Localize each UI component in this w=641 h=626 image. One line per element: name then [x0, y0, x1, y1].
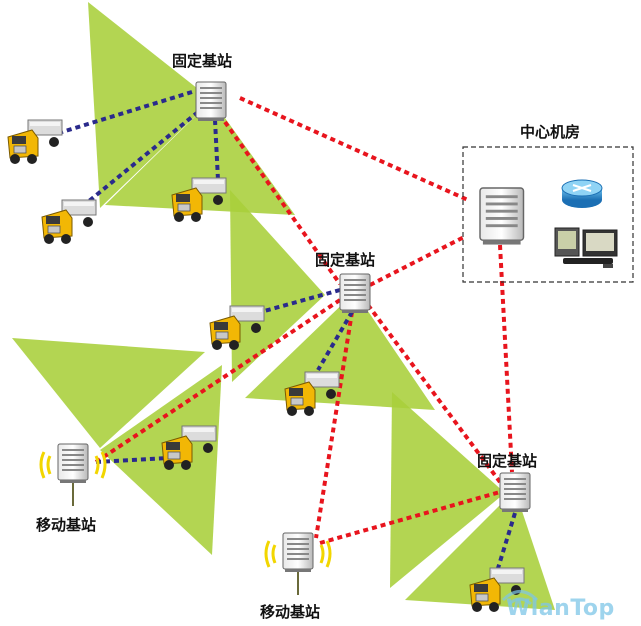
backhaul-link [239, 96, 469, 202]
coverage-sector [390, 392, 505, 588]
fixed-station-label-3: 固定基站 [477, 452, 538, 470]
monitor-station-icon [554, 227, 618, 268]
backhaul-link [223, 120, 342, 286]
truck-icon [7, 119, 63, 165]
mobile-station-label-2: 移动基站 [260, 603, 321, 621]
mobile-station-label-1: 移动基站 [36, 516, 97, 534]
coverage-sector [245, 292, 435, 410]
backhaul-links [94, 96, 514, 545]
backhaul-link [498, 244, 514, 473]
access-link [316, 310, 354, 372]
coverage-sector [105, 100, 295, 215]
central-room-box [462, 146, 634, 283]
access-link [95, 456, 169, 464]
coverage-sector [12, 338, 205, 448]
backhaul-link [94, 298, 342, 464]
coverage-sector [230, 190, 325, 382]
router-icon [561, 179, 603, 208]
fixed-station-label-1: 固定基站 [172, 52, 233, 70]
wlantop-logo-icon [501, 590, 539, 606]
truck-icon [41, 199, 97, 245]
central-server-icon [479, 187, 525, 246]
access-link [61, 90, 193, 134]
central-room-label: 中心机房 [520, 123, 581, 141]
backhaul-link [319, 490, 501, 545]
access-links [61, 90, 517, 579]
backhaul-link [369, 234, 467, 287]
access-link [493, 512, 517, 579]
fixed-station-label-2: 固定基站 [315, 251, 376, 269]
fixed-base-station-icon [339, 273, 371, 314]
backhaul-link [366, 303, 502, 484]
fixed-base-station-icon [499, 472, 531, 513]
watermark-text: WlanTop [506, 596, 615, 621]
backhaul-link [314, 311, 354, 539]
coverage-sector [88, 2, 212, 208]
fixed-base-station-icon [195, 81, 227, 122]
access-link [76, 110, 200, 212]
access-link [213, 119, 220, 181]
mobile-base-station-icon [41, 444, 105, 506]
access-link [249, 288, 341, 317]
